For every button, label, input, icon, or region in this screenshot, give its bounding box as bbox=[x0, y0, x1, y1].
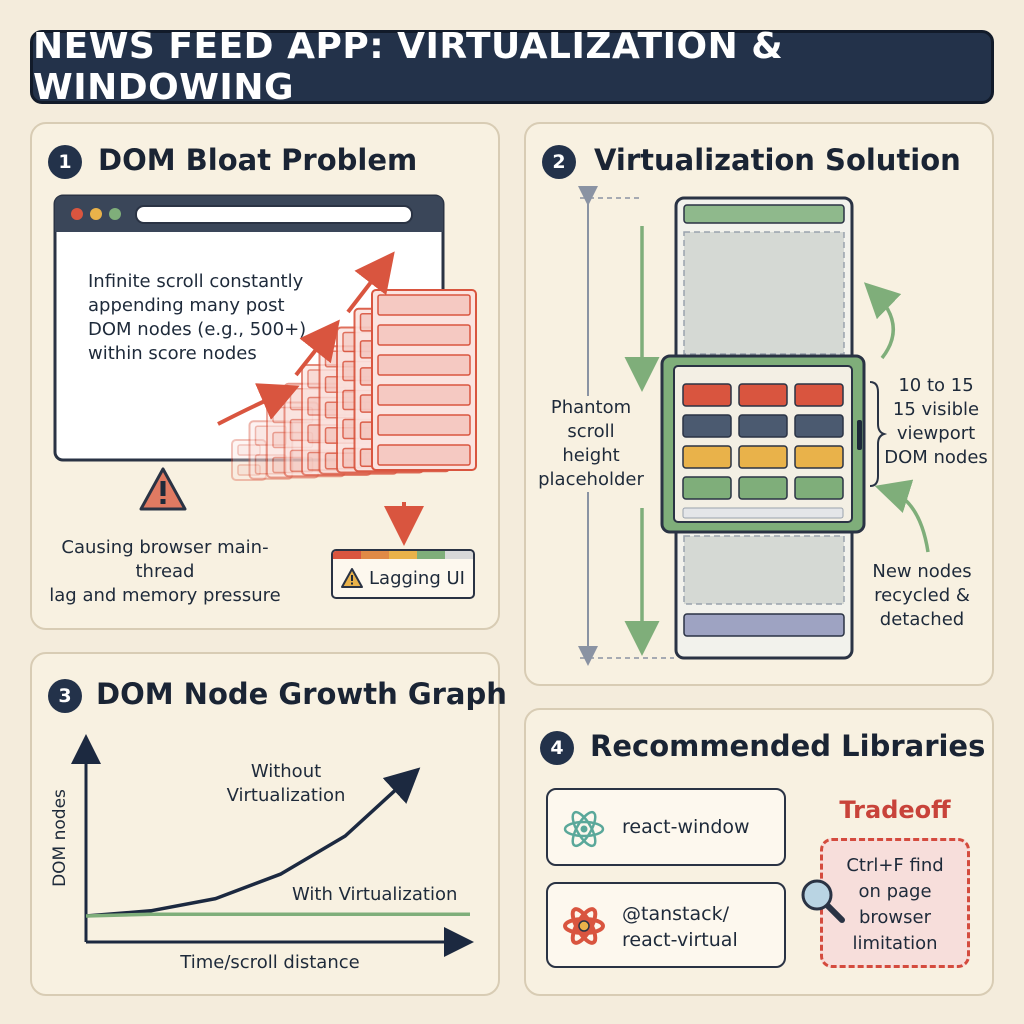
magnifier-icon bbox=[801, 879, 845, 923]
panel-4-title: Recommended Libraries bbox=[590, 729, 986, 763]
visible-dom-node bbox=[682, 414, 732, 438]
progress-strip bbox=[333, 551, 473, 559]
visible-dom-node bbox=[738, 414, 788, 438]
tanstack-atom-icon bbox=[563, 907, 605, 945]
panel-3-number: 3 bbox=[48, 679, 82, 713]
tradeoff-box: Ctrl+F find on page browser limitation bbox=[820, 838, 970, 968]
window-maximize-dot bbox=[109, 208, 121, 220]
visible-dom-node bbox=[682, 383, 732, 407]
growth-arrow-1 bbox=[217, 383, 300, 426]
y-axis-label: DOM nodes bbox=[50, 789, 70, 887]
growth-arrow-3 bbox=[346, 251, 395, 314]
window-close-dot bbox=[71, 208, 83, 220]
warning-icon bbox=[139, 467, 187, 511]
visible-dom-node bbox=[738, 445, 788, 469]
tradeoff-title: Tradeoff bbox=[839, 796, 951, 824]
without-virtualization-label: Without Virtualization bbox=[226, 761, 346, 806]
bloat-caption: Causing browser main-thread lag and memo… bbox=[49, 537, 281, 606]
phantom-label: Phantom scroll height placeholder bbox=[536, 396, 646, 492]
with-virtualization-line bbox=[85, 912, 470, 918]
panel-3-title: DOM Node Growth Graph bbox=[96, 677, 507, 711]
visible-dom-node bbox=[738, 383, 788, 407]
x-axis-label: Time/scroll distance bbox=[180, 952, 360, 973]
phantom-space-bottom bbox=[683, 535, 845, 605]
visible-dom-node bbox=[794, 383, 844, 407]
growth-arrow-2 bbox=[294, 319, 340, 377]
lag-warning-icon bbox=[341, 568, 364, 588]
window-minimize-dot bbox=[90, 208, 102, 220]
phantom-space-top bbox=[683, 231, 845, 355]
library-label: @tanstack/ react-virtual bbox=[622, 903, 738, 951]
tradeoff-text: Ctrl+F find on page browser limitation bbox=[846, 855, 944, 954]
dom-node-card bbox=[231, 439, 267, 481]
panel-2-title: Virtualization Solution bbox=[594, 143, 961, 177]
visible-nodes-brace bbox=[869, 381, 888, 487]
buffer-node bbox=[682, 507, 844, 519]
address-bar bbox=[135, 205, 413, 224]
visible-dom-node bbox=[682, 445, 732, 469]
recycle-arrow-up bbox=[863, 282, 902, 360]
visible-dom-node bbox=[682, 476, 732, 500]
without-virtualization-line bbox=[85, 767, 421, 918]
main-title: NEWS FEED APP: VIRTUALIZATION & WINDOWIN… bbox=[30, 26, 994, 108]
detached-node-top bbox=[683, 204, 845, 224]
react-atom-icon bbox=[563, 810, 605, 848]
recycle-label: New nodes recycled & detached bbox=[872, 561, 972, 630]
with-virtualization-label: With Virtualization bbox=[292, 884, 458, 905]
scroll-thumb bbox=[857, 420, 862, 450]
library-label: react-window bbox=[622, 816, 750, 838]
recycle-arrow-in bbox=[874, 479, 930, 553]
panel-4-number: 4 bbox=[540, 731, 574, 765]
dom-node-card bbox=[371, 289, 477, 471]
panel-growth-graph bbox=[30, 652, 500, 996]
browser-description: Infinite scroll constantly appending man… bbox=[88, 271, 307, 364]
lagging-ui-badge: Lagging UI bbox=[331, 549, 475, 599]
panel-1-title: DOM Bloat Problem bbox=[98, 143, 418, 177]
visible-dom-node bbox=[738, 476, 788, 500]
visible-dom-node bbox=[794, 445, 844, 469]
panel-2-number: 2 bbox=[542, 145, 576, 179]
visible-nodes-label: 10 to 15 15 visible viewport DOM nodes bbox=[884, 375, 988, 468]
library-tanstack-virtual[interactable]: @tanstack/ react-virtual bbox=[546, 882, 786, 968]
detached-node-bottom bbox=[683, 613, 845, 637]
lag-badge-label: Lagging UI bbox=[369, 567, 465, 589]
visible-dom-node bbox=[794, 414, 844, 438]
panel-1-number: 1 bbox=[48, 145, 82, 179]
library-react-window[interactable]: react-window bbox=[546, 788, 786, 866]
visible-dom-node bbox=[794, 476, 844, 500]
